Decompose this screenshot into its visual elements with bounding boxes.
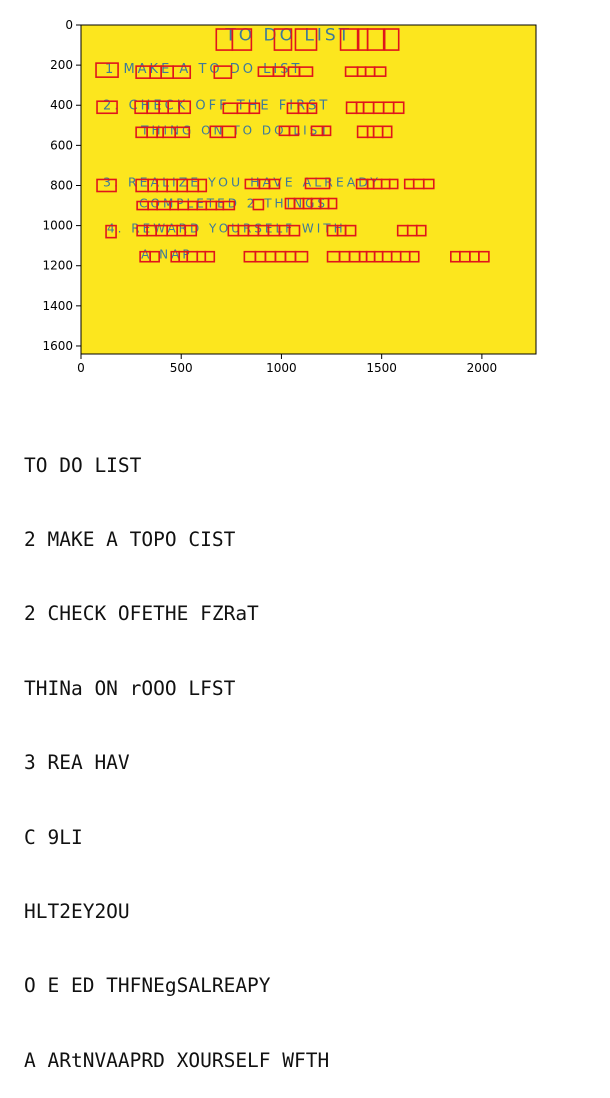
detection-box xyxy=(339,28,359,51)
detection-box xyxy=(392,101,405,115)
x-tick-label: 0 xyxy=(77,361,85,375)
ocr-line: TO DO LIST xyxy=(24,453,142,477)
detection-box xyxy=(174,126,191,139)
ocr-line: 3 REA HAV xyxy=(24,751,130,775)
ocr-line: A ARtNVAAPRD XOURSELF WFTH xyxy=(24,1048,330,1072)
handwritten-line: COMPLETED 2 THINGS xyxy=(139,197,328,211)
detection-box xyxy=(172,65,192,79)
detection-box xyxy=(327,197,338,210)
handwritten-line: 3. REALIZE YOU HAVE ALREADY xyxy=(103,174,381,189)
detection-box xyxy=(96,100,118,115)
detection-box xyxy=(213,65,233,79)
y-tick-label: 400 xyxy=(50,98,73,112)
detection-box xyxy=(366,28,385,51)
detection-box xyxy=(268,178,281,190)
detection-box xyxy=(288,224,301,237)
detection-box xyxy=(321,125,332,137)
y-tick-label: 800 xyxy=(50,178,73,192)
detection-box xyxy=(273,28,293,51)
y-tick-label: 200 xyxy=(50,58,73,72)
y-tick-label: 1200 xyxy=(42,259,73,273)
handwritten-line: TO DO LIST xyxy=(224,26,352,46)
axes-frame xyxy=(80,24,537,355)
detection-box xyxy=(204,250,216,263)
detection-box xyxy=(197,178,208,193)
y-tick-label: 0 xyxy=(65,18,73,32)
ocr-line: 2 CHECK OFETHE FZRaT xyxy=(24,602,259,626)
x-tick-label: 1500 xyxy=(366,361,397,375)
y-tick-label: 1600 xyxy=(42,339,73,353)
detection-box xyxy=(478,250,490,263)
detection-box xyxy=(422,178,435,190)
handwritten-line: A NAP xyxy=(141,248,192,262)
ocr-line: O E ED THFNEgSALREAPY xyxy=(24,974,271,998)
detection-box xyxy=(248,102,261,115)
detection-box xyxy=(294,28,318,51)
detection-box xyxy=(288,125,300,137)
detection-box xyxy=(184,224,198,237)
y-tick-label: 1400 xyxy=(42,299,73,313)
detection-box xyxy=(222,200,236,211)
ocr-output: TO DO LIST 2 MAKE A TOPO CIST 2 CHECK OF… xyxy=(24,404,329,1098)
x-tick-label: 500 xyxy=(170,361,193,375)
y-tick-label: 600 xyxy=(50,138,73,152)
detection-box xyxy=(96,178,117,193)
x-tick-label: 1000 xyxy=(266,361,297,375)
detection-box xyxy=(149,250,160,263)
ocr-line: HLT2EY2OU xyxy=(24,899,130,923)
y-tick-label: 1000 xyxy=(42,219,73,233)
ocr-line: C 9LI xyxy=(24,825,83,849)
detection-box xyxy=(272,66,286,77)
detection-box xyxy=(105,224,117,239)
detection-box xyxy=(252,198,265,211)
detection-box xyxy=(415,224,427,237)
detection-box xyxy=(388,178,399,190)
ocr-line: 2 MAKE A TOPO CIST xyxy=(24,527,236,551)
detection-box xyxy=(304,177,331,190)
detection-box xyxy=(95,62,119,78)
detection-box xyxy=(383,28,400,51)
ocr-line: THINa ON rOOO LFST xyxy=(24,676,236,700)
detection-box xyxy=(298,66,314,77)
detection-box xyxy=(221,125,237,139)
detection-box xyxy=(408,250,420,263)
detection-box xyxy=(381,125,393,139)
detection-box xyxy=(178,100,192,115)
handwritten-line: 4. REWARD YOURSELF WITH xyxy=(107,222,346,236)
detection-box xyxy=(373,66,387,77)
x-tick-label: 2000 xyxy=(467,361,498,375)
detection-box xyxy=(294,250,309,263)
detection-box xyxy=(344,224,357,237)
detection-box xyxy=(306,102,318,115)
detection-box xyxy=(231,28,253,51)
